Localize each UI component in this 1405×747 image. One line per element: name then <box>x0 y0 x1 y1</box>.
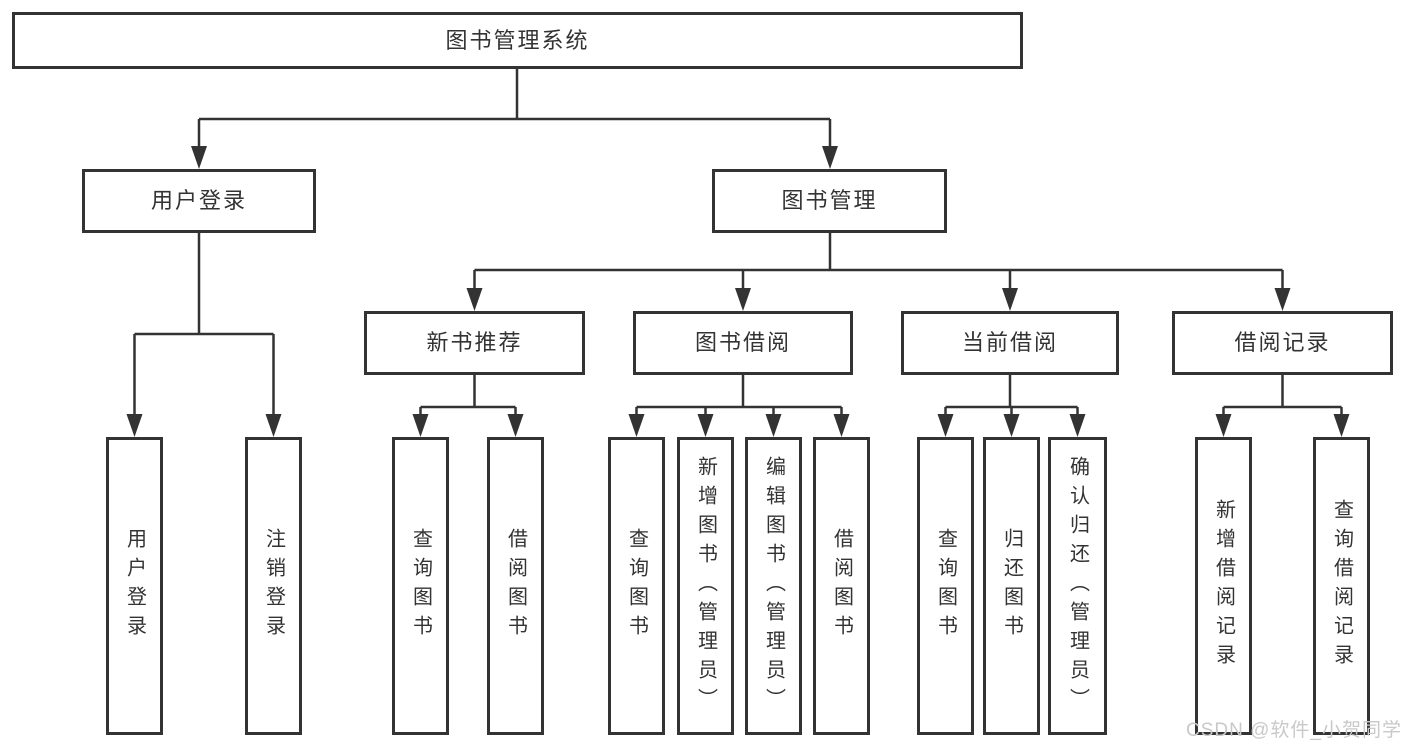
leaf-query-book-borrow: 查询图书 <box>608 437 665 735</box>
node-current-borrow: 当前借阅 <box>901 311 1119 375</box>
node-label: 图书管理 <box>781 188 878 213</box>
node-user-login-branch: 用户登录 <box>82 169 316 233</box>
leaf-borrow-book: 借阅图书 <box>813 437 870 735</box>
leaf-edit-book-admin: 编辑图书（管理员） <box>745 437 802 735</box>
leaf-label: 注销登录 <box>262 528 285 644</box>
leaf-label: 用户登录 <box>123 528 146 644</box>
leaf-add-borrow-record: 新增借阅记录 <box>1195 437 1252 735</box>
leaf-user-login: 用户登录 <box>106 437 163 735</box>
arrowheads <box>126 146 1350 437</box>
node-label: 图书管理系统 <box>445 27 590 53</box>
node-borrow-record: 借阅记录 <box>1172 311 1393 375</box>
leaf-query-borrow-record: 查询借阅记录 <box>1313 437 1370 735</box>
leaf-label: 查询图书 <box>625 528 648 644</box>
leaf-label: 确认归还（管理员） <box>1066 455 1089 717</box>
node-library-management-system: 图书管理系统 <box>12 12 1023 69</box>
leaf-label: 新增图书（管理员） <box>694 455 717 717</box>
leaf-label: 新增借阅记录 <box>1212 499 1235 673</box>
leaf-label: 查询图书 <box>934 528 957 644</box>
leaf-label: 查询借阅记录 <box>1330 499 1353 673</box>
node-label: 当前借阅 <box>961 330 1058 355</box>
node-label: 新书推荐 <box>426 330 523 355</box>
node-label: 借阅记录 <box>1234 330 1331 355</box>
leaf-confirm-return-admin: 确认归还（管理员） <box>1048 437 1107 735</box>
leaf-label: 借阅图书 <box>504 528 527 644</box>
leaf-label: 查询图书 <box>409 528 432 644</box>
node-label: 图书借阅 <box>694 330 791 355</box>
leaf-add-book-admin: 新增图书（管理员） <box>677 437 734 735</box>
leaf-query-book-recommend: 查询图书 <box>392 437 449 735</box>
csdn-watermark: CSDN @软件_小贺同学 <box>1186 720 1402 741</box>
node-label: 用户登录 <box>150 188 247 213</box>
node-book-borrow: 图书借阅 <box>633 311 853 375</box>
node-book-management-branch: 图书管理 <box>712 169 947 233</box>
node-new-book-recommend: 新书推荐 <box>364 311 585 375</box>
leaf-return-book: 归还图书 <box>983 437 1040 735</box>
leaf-label: 归还图书 <box>1000 528 1023 644</box>
leaf-borrow-book-recommend: 借阅图书 <box>487 437 544 735</box>
leaf-label: 编辑图书（管理员） <box>762 455 785 717</box>
leaf-query-book-current: 查询图书 <box>917 437 974 735</box>
leaf-label: 借阅图书 <box>830 528 853 644</box>
leaf-logout: 注销登录 <box>245 437 302 735</box>
